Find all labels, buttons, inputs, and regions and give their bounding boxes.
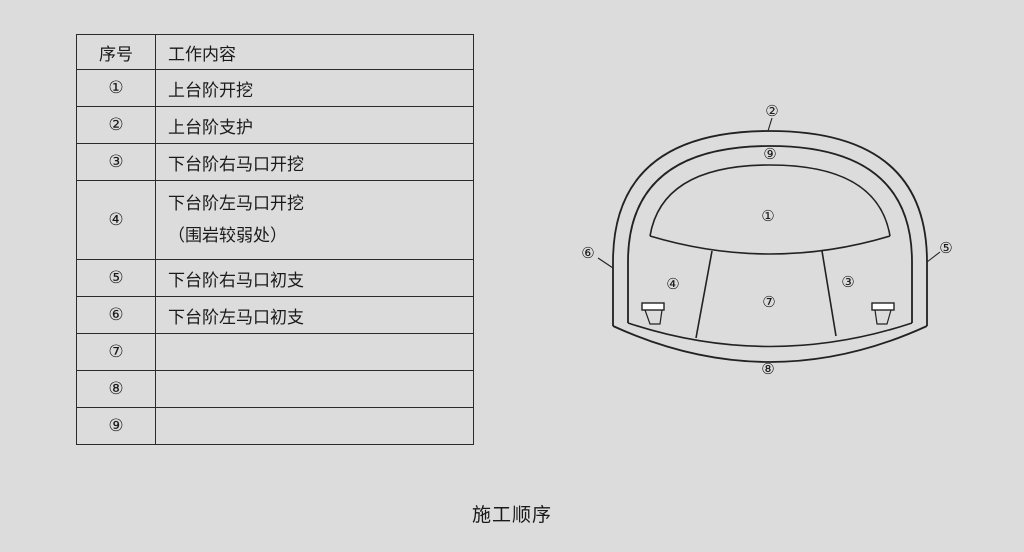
header-seq-no: 序号 bbox=[76, 34, 156, 70]
label-7: ⑦ bbox=[762, 293, 775, 311]
leader-line-6 bbox=[597, 257, 614, 269]
left-drift-divider bbox=[695, 250, 713, 339]
table-row: ② 上台阶支护 bbox=[76, 106, 474, 144]
row-number: ② bbox=[76, 106, 156, 144]
row-content bbox=[155, 333, 474, 371]
table-row: ⑥ 下台阶左马口初支 bbox=[76, 296, 474, 334]
table-row: ④ 下台阶左马口开挖 （围岩较弱处） bbox=[76, 180, 474, 260]
left-footing-block bbox=[641, 302, 665, 311]
sequence-table-container: 序号 工作内容 ① 上台阶开挖 ② 上台阶支护 ③ 下台阶右马口开挖 ④ 下台阶… bbox=[76, 34, 474, 445]
label-6: ⑥ bbox=[581, 244, 594, 262]
leader-line-5 bbox=[926, 251, 941, 263]
row-content bbox=[155, 370, 474, 408]
row-number: ① bbox=[76, 69, 156, 107]
row-number: ⑦ bbox=[76, 333, 156, 371]
table-row: ③ 下台阶右马口开挖 bbox=[76, 143, 474, 181]
row-content: 上台阶支护 bbox=[155, 106, 474, 144]
table-row: ⑤ 下台阶右马口初支 bbox=[76, 259, 474, 297]
table-row: ⑦ bbox=[76, 333, 474, 371]
table-row: ⑨ bbox=[76, 407, 474, 445]
row-number: ⑨ bbox=[76, 407, 156, 445]
figure-caption: 施工顺序 bbox=[471, 504, 552, 526]
tunnel-section-diagram: ② ⑨ ① ④ ⑦ ③ ⑥ ⑤ ⑧ bbox=[581, 102, 952, 378]
header-work-content: 工作内容 bbox=[155, 34, 474, 70]
row-number: ③ bbox=[76, 143, 156, 181]
invert-inner-curve bbox=[627, 322, 913, 348]
right-footing-leg bbox=[874, 309, 892, 325]
row-number: ⑧ bbox=[76, 370, 156, 408]
bench-boundary-curve bbox=[649, 235, 891, 255]
row-content: 下台阶右马口初支 bbox=[155, 259, 474, 297]
label-1: ① bbox=[761, 207, 774, 225]
table-row: ⑧ bbox=[76, 370, 474, 408]
table-row: ① 上台阶开挖 bbox=[76, 69, 474, 107]
outer-lining-outline bbox=[612, 130, 928, 326]
right-drift-divider bbox=[821, 250, 837, 337]
label-2: ② bbox=[765, 102, 778, 120]
right-footing-block bbox=[871, 302, 895, 311]
table-header-row: 序号 工作内容 bbox=[76, 34, 474, 70]
sequence-table: 序号 工作内容 ① 上台阶开挖 ② 上台阶支护 ③ 下台阶右马口开挖 ④ 下台阶… bbox=[76, 34, 474, 445]
label-8: ⑧ bbox=[761, 360, 774, 378]
label-5: ⑤ bbox=[939, 239, 952, 257]
row-content: 下台阶左马口开挖 （围岩较弱处） bbox=[155, 180, 474, 260]
row-number: ⑤ bbox=[76, 259, 156, 297]
row-content-line: （围岩较弱处） bbox=[168, 226, 287, 246]
label-4: ④ bbox=[666, 275, 679, 293]
row-content: 上台阶开挖 bbox=[155, 69, 474, 107]
left-footing-leg bbox=[644, 309, 663, 325]
leader-line-2 bbox=[767, 117, 773, 132]
row-content bbox=[155, 407, 474, 445]
row-content-line: 下台阶左马口开挖 bbox=[168, 194, 304, 214]
row-number: ⑥ bbox=[76, 296, 156, 334]
inner-lining-outline bbox=[627, 145, 913, 323]
invert-outer-curve bbox=[612, 325, 928, 363]
row-number: ④ bbox=[76, 180, 156, 260]
label-9: ⑨ bbox=[763, 145, 776, 163]
row-content: 下台阶左马口初支 bbox=[155, 296, 474, 334]
label-3: ③ bbox=[841, 273, 854, 291]
upper-bench-arc bbox=[649, 164, 891, 237]
row-content: 下台阶右马口开挖 bbox=[155, 143, 474, 181]
